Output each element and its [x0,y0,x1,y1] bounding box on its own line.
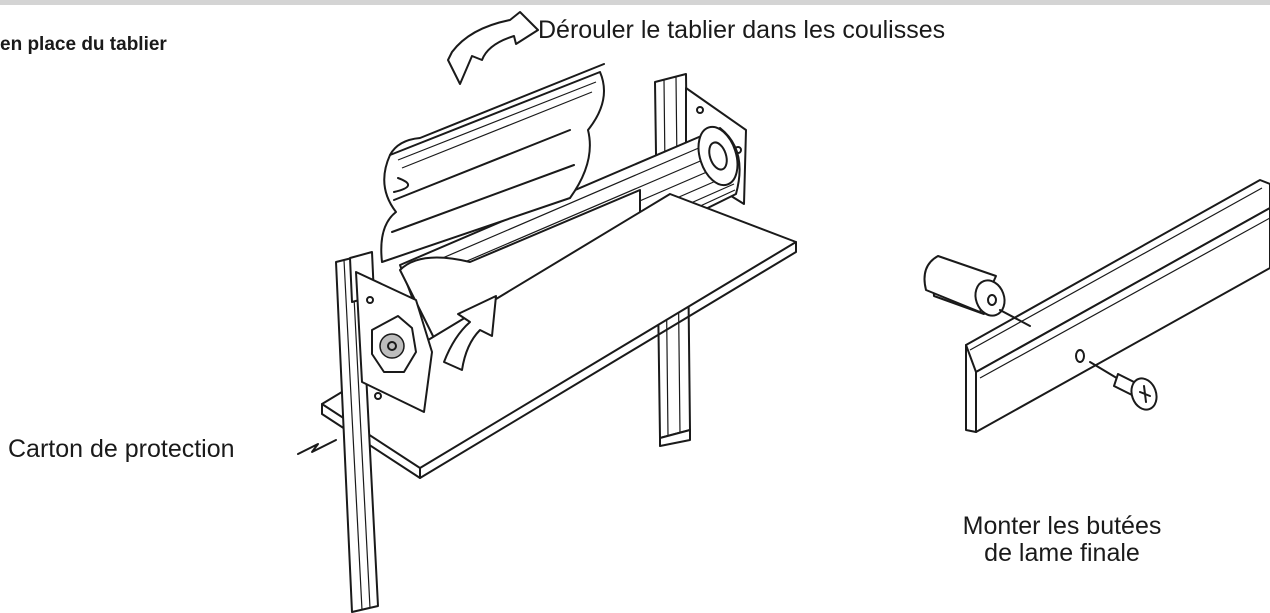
end-stops-line-2: de lame finale [984,539,1140,567]
screw-icon [1113,373,1158,411]
end-stops-line-1: Monter les butées [962,512,1162,540]
carton-leader-line [297,439,337,455]
curved-arrow-icon [443,295,497,371]
section-heading: en place du tablier [0,34,167,55]
curtain-slats [380,63,605,263]
protection-cardboard [321,193,797,479]
end-slat-detail [965,179,1270,433]
end-stops-instruction: Monter les butées de lame finale [944,513,1180,567]
end-stop-cylinder [923,255,1031,327]
left-side-bracket [355,271,433,413]
carton-label: Carton de protection [8,435,235,463]
top-bar [0,0,1270,5]
unroll-instruction: Dérouler le tablier dans les coulisses [538,16,946,44]
curved-arrow-icon [447,11,539,85]
